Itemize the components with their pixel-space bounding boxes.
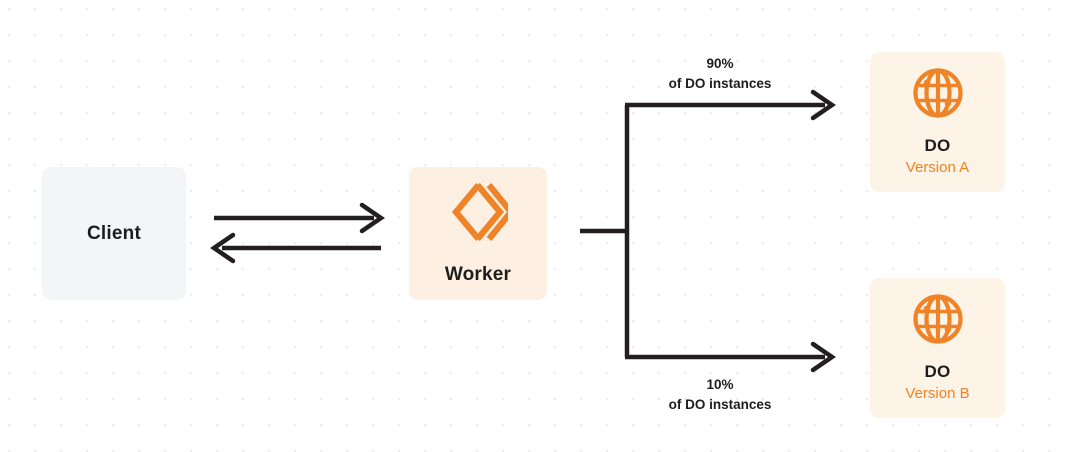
cloudflare-workers-icon	[448, 181, 515, 248]
edge-client-to-worker	[214, 202, 385, 234]
edge-worker-to-do-a	[625, 89, 836, 121]
edge-label-do-b-description: of DO instances	[668, 396, 772, 412]
node-worker-label: Worker	[444, 264, 512, 285]
edge-label-do-a-percent: 90%	[706, 56, 734, 71]
edge-label-do-a: 90% of DO instances	[655, 54, 785, 93]
node-client: Client	[42, 167, 186, 300]
edge-worker-to-do-b	[625, 341, 836, 373]
edge-label-do-b-percent: 10%	[706, 377, 734, 392]
node-client-label: Client	[87, 222, 141, 244]
edge-label-do-b: 10% of DO instances	[655, 375, 785, 414]
globe-icon	[911, 66, 965, 125]
edge-worker-to-client	[210, 232, 381, 264]
node-do-version-a: DO Version A	[870, 52, 1005, 192]
node-do-version-b: DO Version B	[870, 278, 1005, 418]
node-do-a-version: Version A	[905, 159, 970, 177]
node-worker: Worker	[409, 167, 547, 300]
edge-label-do-a-description: of DO instances	[668, 75, 772, 91]
node-do-b-label: DO	[924, 362, 951, 382]
globe-icon	[911, 292, 965, 351]
edge-worker-branch-trunk	[580, 105, 630, 357]
node-do-b-version: Version B	[905, 385, 970, 403]
node-do-a-label: DO	[924, 136, 951, 156]
